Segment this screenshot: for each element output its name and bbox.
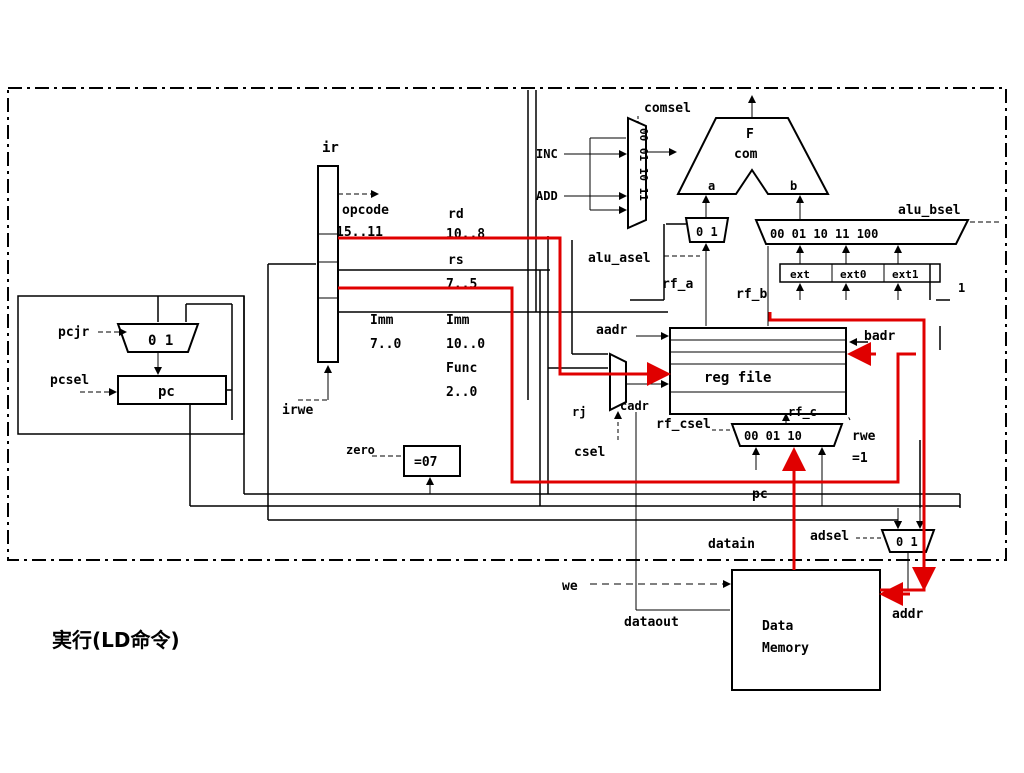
imm8-bits: 7..0 [370, 337, 401, 352]
alu [676, 117, 830, 195]
pcsel-label: pcsel [50, 373, 89, 388]
ext-box [779, 263, 941, 283]
alu-asel-label: alu_asel [588, 251, 651, 266]
pc-mux [116, 323, 200, 353]
alu-a-mux [684, 217, 730, 243]
pc-register-label: pc [158, 384, 175, 400]
ld-highlight-path [338, 236, 926, 592]
we-label: we [562, 579, 578, 594]
adsel-label: adsel [810, 529, 849, 544]
rd-label: rd [448, 207, 464, 222]
zero-compare-label: =07 [414, 455, 437, 470]
ext0-label: ext0 [840, 268, 867, 281]
zero-compare-box [403, 445, 461, 477]
imm11-label: Imm [446, 313, 470, 328]
add-label: ADD [536, 189, 558, 203]
data-memory [731, 569, 881, 691]
alu-b-mux-label: 00 01 10 11 100 [770, 227, 878, 241]
rf-b-label: rf_b [736, 287, 767, 302]
ir-register [317, 165, 339, 363]
alu-com-label: com [734, 147, 758, 162]
ext-label: ext [790, 268, 810, 281]
alu-bsel-label: alu_bsel [898, 203, 961, 218]
func-bits: 2..0 [446, 385, 477, 400]
data-memory-label-2: Memory [762, 641, 809, 656]
slide-caption: 実行(LD命令) [52, 628, 180, 652]
data-memory-label-1: Data [762, 619, 793, 634]
comsel-mux-label: 00 01 10 11 [637, 128, 650, 201]
alu-b-label: b [790, 179, 797, 193]
zero-label: zero [346, 443, 375, 457]
cadr-mux [609, 352, 627, 412]
comsel-mux [627, 116, 647, 230]
csel-label: csel [574, 445, 605, 460]
pc-mux-label: 0 1 [148, 333, 173, 349]
alu-b-mux [754, 219, 970, 245]
imm8-label: Imm [370, 313, 394, 328]
badr-label: badr [864, 329, 895, 344]
pc-register [117, 375, 227, 405]
rf-c-label: rf_c [788, 405, 817, 420]
imm11-bits: 10..0 [446, 337, 485, 352]
alu-f-label: F [746, 127, 754, 142]
comsel-label: comsel [644, 101, 691, 116]
rf-c-mux-label: 00 01 10 [744, 429, 802, 443]
adsel-mux [880, 529, 936, 553]
dataout-label: dataout [624, 615, 679, 630]
const-one-label: 1 [958, 281, 965, 295]
rs-bits: 7..5 [446, 277, 477, 292]
ir-label: ir [322, 140, 339, 156]
ext1-label: ext1 [892, 268, 919, 281]
rd-bits: 10..8 [446, 227, 485, 242]
addr-label: addr [892, 607, 923, 622]
rj-label: rj [572, 405, 586, 419]
aadr-label: aadr [596, 323, 627, 338]
adsel-mux-label: 0 1 [896, 535, 918, 549]
rs-label: rs [448, 253, 464, 268]
processor-boundary [7, 87, 1007, 561]
alu-a-label: a [708, 179, 715, 193]
rf-c-mux [730, 423, 844, 447]
rwe-line [847, 415, 851, 421]
func-label: Func [446, 361, 477, 376]
rf-csel-label: rf_csel [656, 417, 711, 432]
alu-a-mux-label: 0 1 [696, 225, 718, 239]
opcode-label: opcode [342, 203, 389, 218]
rf-a-label: rf_a [662, 277, 693, 292]
opcode-bits: 15..11 [336, 225, 383, 240]
cadr-label: cadr [620, 399, 649, 413]
pcjr-label: pcjr [58, 325, 89, 340]
regfile-label: reg file [704, 370, 771, 386]
irwe-label: irwe [282, 403, 313, 418]
rwe-label: rwe [852, 429, 876, 444]
pc-loop-box [17, 295, 245, 435]
inc-label: INC [536, 147, 558, 161]
rwe-value: =1 [852, 451, 868, 466]
datain-label: datain [708, 537, 755, 552]
register-file [669, 327, 847, 415]
